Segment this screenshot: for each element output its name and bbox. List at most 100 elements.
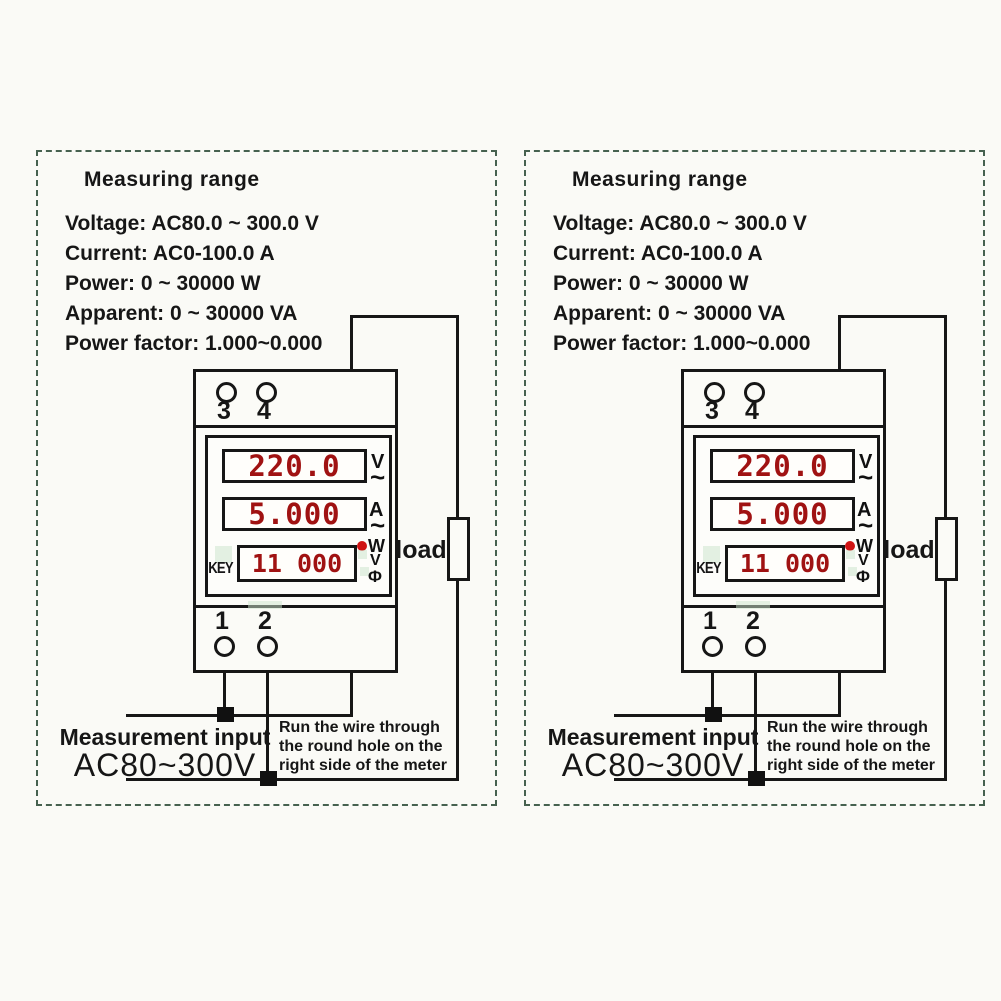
measuring-range-title: Measuring range (84, 168, 260, 191)
voltage-readout: 220.0 (248, 449, 341, 483)
terminal-1-circle (702, 636, 723, 657)
current-readout: 5.000 (736, 497, 829, 531)
wire-through-bottom (838, 669, 841, 717)
wire-through-top (838, 315, 841, 372)
key-button-label: KEY (208, 560, 233, 577)
watermark-square (846, 550, 855, 559)
load-resistor (447, 517, 470, 581)
spec-apparent: Apparent: 0 ~ 30000 VA (553, 302, 786, 325)
spec-list: Voltage: AC80.0 ~ 300.0 V Current: AC0-1… (65, 209, 395, 359)
junction-dot (217, 707, 234, 722)
wire-load-lower (456, 577, 459, 780)
terminal-2-circle (745, 636, 766, 657)
wiring-note-line: Run the wire through (767, 719, 928, 736)
terminal-4-circle (744, 382, 765, 403)
load-resistor (935, 517, 958, 581)
wire-terminal-1 (223, 669, 226, 717)
ac-tilde-icon: ~ (370, 462, 386, 492)
spec-voltage: Voltage: AC80.0 ~ 300.0 V (65, 212, 319, 235)
current-display: 5.000 (222, 497, 367, 531)
wire-through-top (350, 315, 353, 372)
unit-volts-label: V (371, 451, 385, 473)
terminal-3-circle (704, 382, 725, 403)
measurement-input-label: Measurement input (59, 724, 271, 750)
wire-load-lower (944, 577, 947, 780)
unit-volts-option-label: V (858, 552, 869, 569)
meter-top-strip-divider (681, 425, 886, 428)
terminal-3-circle (216, 382, 237, 403)
terminal-1-label: 1 (703, 607, 717, 635)
wire-input-line-2 (614, 778, 947, 781)
spec-voltage: Voltage: AC80.0 ~ 300.0 V (553, 212, 807, 235)
wire-input-line-1 (126, 714, 353, 717)
load-label: load (395, 536, 447, 564)
spec-power: Power: 0 ~ 30000 W (553, 272, 749, 295)
wire-terminal-1 (711, 669, 714, 717)
wire-load-upper (456, 315, 459, 519)
voltage-display: 220.0 (710, 449, 855, 483)
power-display: 11 000 (725, 545, 845, 582)
meter-wiring-panel: Measuring range Voltage: AC80.0 ~ 300.0 … (524, 150, 985, 806)
wiring-note: Run the wire through the round hole on t… (767, 718, 947, 775)
terminal-1-label: 1 (215, 607, 229, 635)
watermark-square (358, 550, 367, 559)
voltage-display: 220.0 (222, 449, 367, 483)
watermark-strip (736, 601, 770, 609)
wire-through-bottom (350, 669, 353, 717)
wiring-note-line: Run the wire through (279, 719, 440, 736)
meter-wiring-panel: Measuring range Voltage: AC80.0 ~ 300.0 … (36, 150, 497, 806)
terminal-2-label: 2 (746, 607, 760, 635)
junction-dot (705, 707, 722, 722)
unit-volts-label: V (859, 451, 873, 473)
display-bezel: 220.0 5.000 11 000 V ~ A ~ W V Φ KEY (693, 435, 880, 597)
wire-input-line-2 (126, 778, 459, 781)
power-display: 11 000 (237, 545, 357, 582)
junction-dot (260, 771, 277, 786)
meter-top-strip-divider (193, 425, 398, 428)
unit-phi-label: Φ (856, 567, 870, 586)
meter-bottom-strip-divider (681, 605, 886, 608)
wire-terminal-2 (266, 669, 269, 781)
spec-list: Voltage: AC80.0 ~ 300.0 V Current: AC0-1… (553, 209, 883, 359)
watermark-square (360, 567, 369, 576)
terminal-3-label: 3 (705, 397, 719, 425)
current-readout: 5.000 (248, 497, 341, 531)
wire-input-line-1 (614, 714, 841, 717)
unit-amps-label: A (857, 499, 872, 521)
wiring-note: Run the wire through the round hole on t… (279, 718, 459, 775)
unit-amps-label: A (369, 499, 384, 521)
measuring-range-title: Measuring range (572, 168, 748, 191)
terminal-4-label: 4 (745, 397, 759, 425)
ac-tilde-icon: ~ (370, 510, 386, 540)
unit-phi-label: Φ (368, 567, 382, 586)
wiring-note-line: the round hole on the (279, 738, 443, 755)
junction-dot (748, 771, 765, 786)
wiring-note-line: the round hole on the (767, 738, 931, 755)
voltage-readout: 220.0 (736, 449, 829, 483)
wire-load-upper (944, 315, 947, 519)
wire-terminal-2 (754, 669, 757, 781)
meter-bottom-strip-divider (193, 605, 398, 608)
terminal-2-label: 2 (258, 607, 272, 635)
measurement-input-range: AC80~300V (561, 747, 745, 783)
power-readout: 11 000 (739, 549, 831, 578)
power-readout: 11 000 (251, 549, 343, 578)
terminal-4-circle (256, 382, 277, 403)
spec-power: Power: 0 ~ 30000 W (65, 272, 261, 295)
spec-apparent: Apparent: 0 ~ 30000 VA (65, 302, 298, 325)
load-label: load (883, 536, 935, 564)
wiring-note-line: right side of the meter (767, 757, 936, 774)
spec-power-factor: Power factor: 1.000~0.000 (65, 332, 323, 355)
measurement-input-label: Measurement input (547, 724, 759, 750)
terminal-2-circle (257, 636, 278, 657)
wire-top-horizontal (838, 315, 947, 318)
spec-current: Current: AC0-100.0 A (65, 242, 275, 265)
watermark-square (703, 546, 720, 563)
watermark-strip (248, 601, 282, 609)
unit-watts-label: W (368, 536, 385, 556)
watermark-square (215, 546, 232, 563)
wire-top-horizontal (350, 315, 459, 318)
terminal-1-circle (214, 636, 235, 657)
measurement-input-range: AC80~300V (73, 747, 257, 783)
